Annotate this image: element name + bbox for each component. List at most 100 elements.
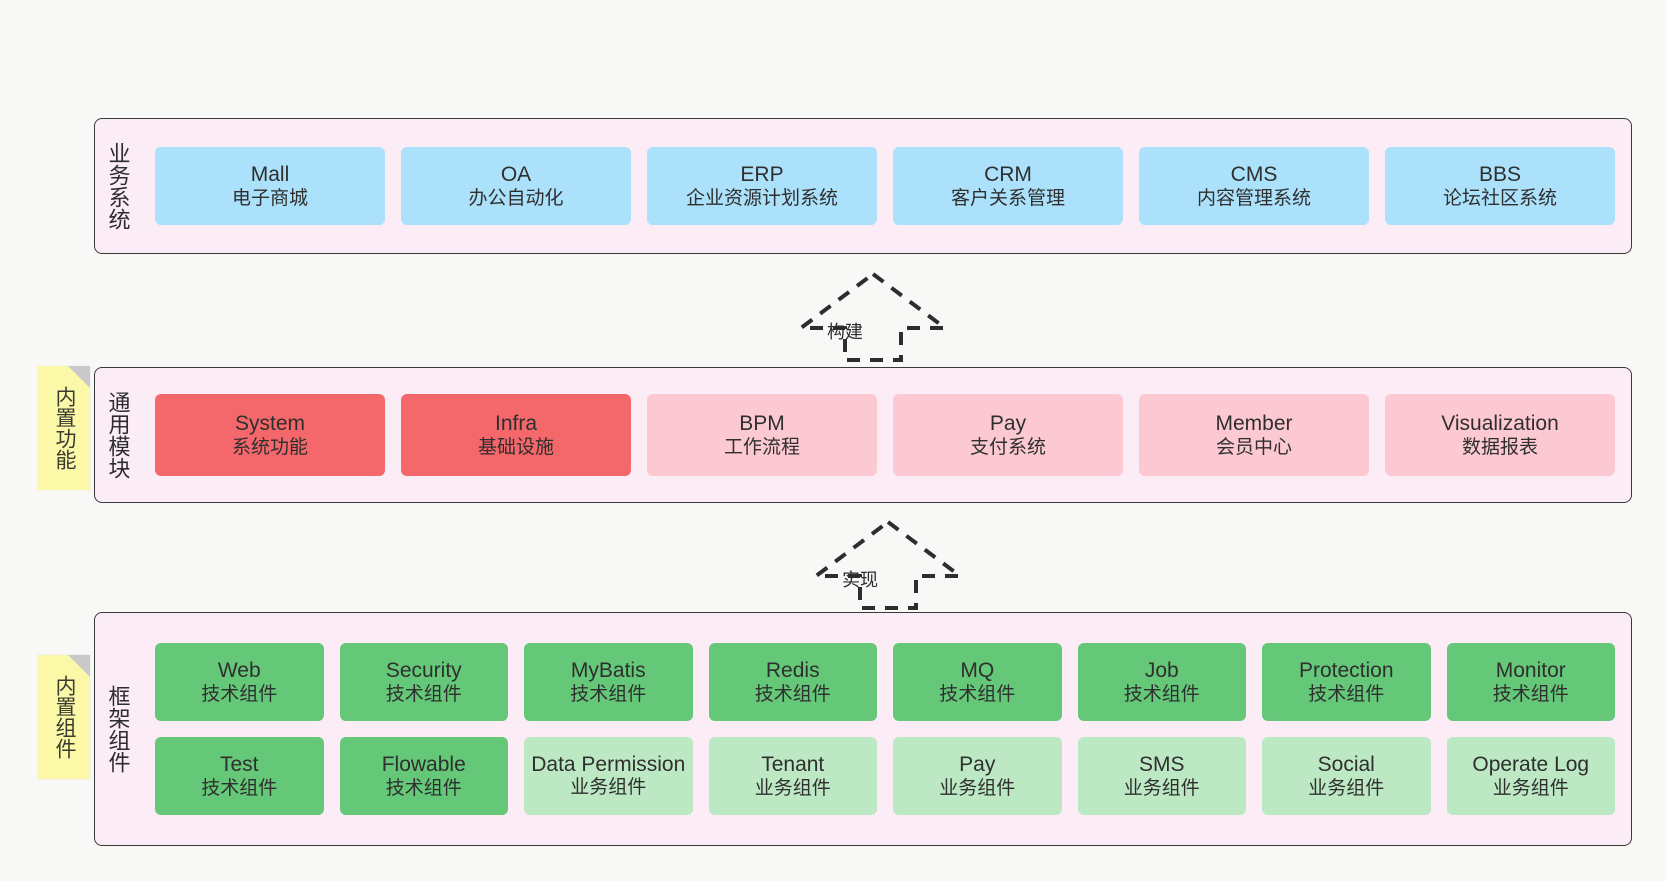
framework-row-technical: Web 技术组件 Security 技术组件 MyBatis 技术组件 Redi…	[155, 643, 1615, 721]
card-subtitle: 支付系统	[969, 437, 1046, 459]
card-title: Social	[1317, 752, 1375, 776]
layer-body-business-system: Mall 电子商城 OA 办公自动化 ERP 企业资源计划系统 CRM 客户关系…	[139, 119, 1631, 253]
card-subtitle: 内容管理系统	[1196, 188, 1311, 210]
card-title: Test	[219, 752, 259, 776]
card-subtitle: 业务组件	[1492, 778, 1569, 800]
framework-row-business: Test 技术组件 Flowable 技术组件 Data Permission …	[155, 737, 1615, 815]
layer-framework-component: 框架组件 Web 技术组件 Security 技术组件 MyBatis 技术组件…	[94, 612, 1632, 846]
card-title: Infra	[494, 411, 538, 435]
card-subtitle: 技术组件	[385, 684, 462, 706]
card-title: Monitor	[1495, 658, 1566, 682]
arrow-build: 构建	[795, 268, 951, 364]
card-title: SMS	[1138, 752, 1185, 776]
layer-title-framework-component: 框架组件	[105, 685, 131, 773]
card-subtitle: 基础设施	[477, 437, 554, 459]
card-job[interactable]: Job 技术组件	[1077, 643, 1246, 721]
card-subtitle: 会员中心	[1215, 437, 1292, 459]
note-builtin-features: 内置功能	[38, 366, 90, 490]
note-fold-corner	[68, 655, 90, 677]
card-mall[interactable]: Mall 电子商城	[155, 147, 385, 225]
card-title: CRM	[984, 162, 1032, 186]
card-test[interactable]: Test 技术组件	[155, 737, 324, 815]
card-title: ERP	[740, 162, 784, 186]
card-subtitle: 论坛社区系统	[1442, 188, 1557, 210]
card-oa[interactable]: OA 办公自动化	[401, 147, 631, 225]
card-visualization[interactable]: Visualization 数据报表	[1385, 394, 1615, 476]
layer-body-framework-component: Web 技术组件 Security 技术组件 MyBatis 技术组件 Redi…	[139, 613, 1631, 845]
card-title: MyBatis	[570, 658, 646, 682]
card-subtitle: 技术组件	[1308, 684, 1385, 706]
layer-title-business-system: 业务系统	[105, 142, 131, 230]
card-pay-component[interactable]: Pay 业务组件	[893, 737, 1062, 815]
card-security[interactable]: Security 技术组件	[339, 643, 508, 721]
note-label: 内置功能	[52, 386, 76, 470]
arrow-build-label: 构建	[827, 322, 863, 342]
card-data-permission[interactable]: Data Permission 业务组件	[524, 737, 693, 815]
card-title: Pay	[989, 411, 1027, 435]
card-subtitle: 客户关系管理	[950, 188, 1065, 210]
card-mq[interactable]: MQ 技术组件	[893, 643, 1062, 721]
card-subtitle: 技术组件	[1123, 684, 1200, 706]
card-title: Web	[217, 658, 261, 682]
card-subtitle: 工作流程	[723, 437, 800, 459]
card-social[interactable]: Social 业务组件	[1262, 737, 1431, 815]
card-title: OA	[500, 162, 532, 186]
card-subtitle: 业务组件	[939, 778, 1016, 800]
card-tenant[interactable]: Tenant 业务组件	[708, 737, 877, 815]
card-infra[interactable]: Infra 基础设施	[401, 394, 631, 476]
card-title: System	[234, 411, 305, 435]
card-cms[interactable]: CMS 内容管理系统	[1139, 147, 1369, 225]
arrow-implement-label: 实现	[842, 570, 878, 590]
card-bbs[interactable]: BBS 论坛社区系统	[1385, 147, 1615, 225]
card-title: Visualization	[1441, 411, 1559, 435]
card-subtitle: 技术组件	[570, 684, 647, 706]
layer-common-module: 通用模块 System 系统功能 Infra 基础设施 BPM 工作流程 Pay…	[94, 367, 1632, 503]
card-subtitle: 系统功能	[231, 437, 308, 459]
card-title: Security	[385, 658, 462, 682]
card-subtitle: 业务组件	[754, 778, 831, 800]
card-erp[interactable]: ERP 企业资源计划系统	[647, 147, 877, 225]
card-sms[interactable]: SMS 业务组件	[1077, 737, 1246, 815]
card-operate-log[interactable]: Operate Log 业务组件	[1446, 737, 1615, 815]
layer-title-common-module: 通用模块	[105, 391, 131, 479]
card-subtitle: 业务组件	[1308, 778, 1385, 800]
card-pay-module[interactable]: Pay 支付系统	[893, 394, 1123, 476]
card-system[interactable]: System 系统功能	[155, 394, 385, 476]
card-mybatis[interactable]: MyBatis 技术组件	[524, 643, 693, 721]
card-subtitle: 数据报表	[1461, 437, 1538, 459]
layer-body-common-module: System 系统功能 Infra 基础设施 BPM 工作流程 Pay 支付系统…	[139, 368, 1631, 502]
card-flowable[interactable]: Flowable 技术组件	[339, 737, 508, 815]
card-web[interactable]: Web 技术组件	[155, 643, 324, 721]
card-title: Mall	[250, 162, 290, 186]
card-crm[interactable]: CRM 客户关系管理	[893, 147, 1123, 225]
card-title: BPM	[739, 411, 785, 435]
card-title: Member	[1215, 411, 1293, 435]
card-subtitle: 业务组件	[1123, 778, 1200, 800]
card-subtitle: 技术组件	[385, 778, 462, 800]
card-subtitle: 技术组件	[1492, 684, 1569, 706]
card-title: Pay	[959, 752, 996, 776]
card-subtitle: 电子商城	[231, 188, 308, 210]
card-bpm[interactable]: BPM 工作流程	[647, 394, 877, 476]
card-subtitle: 业务组件	[570, 776, 647, 798]
card-title: Redis	[765, 658, 820, 682]
card-title: Tenant	[761, 752, 825, 776]
card-subtitle: 技术组件	[201, 778, 278, 800]
card-protection[interactable]: Protection 技术组件	[1262, 643, 1431, 721]
card-subtitle: 技术组件	[939, 684, 1016, 706]
card-monitor[interactable]: Monitor 技术组件	[1446, 643, 1615, 721]
card-subtitle: 技术组件	[201, 684, 278, 706]
arrow-implement: 实现	[810, 516, 966, 612]
card-title: Flowable	[381, 752, 466, 776]
card-title: CMS	[1230, 162, 1278, 186]
card-redis[interactable]: Redis 技术组件	[708, 643, 877, 721]
note-label: 内置组件	[52, 675, 76, 759]
card-title: BBS	[1478, 162, 1522, 186]
note-fold-corner	[68, 366, 90, 388]
note-builtin-components: 内置组件	[38, 655, 90, 779]
card-member[interactable]: Member 会员中心	[1139, 394, 1369, 476]
card-title: MQ	[960, 658, 995, 682]
card-title: Operate Log	[1472, 752, 1590, 776]
card-subtitle: 企业资源计划系统	[685, 188, 838, 210]
